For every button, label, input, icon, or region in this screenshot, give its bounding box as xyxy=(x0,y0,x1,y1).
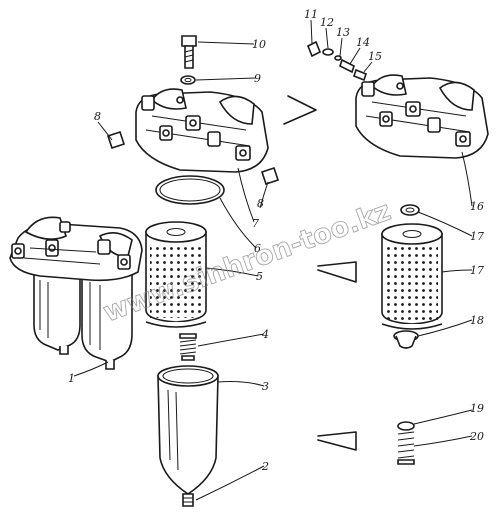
callout-8-right: 8 xyxy=(257,197,264,210)
callout-8-left: 8 xyxy=(94,110,101,123)
callout-12: 12 xyxy=(320,16,334,29)
filter-stack-variant xyxy=(381,223,443,465)
variant-arrows xyxy=(283,95,357,451)
callout-4: 4 xyxy=(261,328,269,341)
callout-7: 7 xyxy=(252,217,259,230)
callout-5: 5 xyxy=(256,270,263,283)
leader-lines xyxy=(73,19,473,501)
callout-18: 17 xyxy=(470,264,484,277)
callout-13: 13 xyxy=(336,26,350,39)
callout-9: 9 xyxy=(254,72,261,85)
callout-6: 6 xyxy=(254,242,261,255)
callout-16: 16 xyxy=(470,200,484,213)
callout-17-lower: 18 xyxy=(470,314,484,327)
callout-3: 3 xyxy=(262,380,269,393)
callout-11: 11 xyxy=(304,8,318,21)
assembled-filter xyxy=(9,216,143,370)
filter-cover xyxy=(106,35,280,186)
callout-labels: 1 2 3 4 5 6 7 8 8 9 10 11 12 13 14 15 16… xyxy=(68,8,484,473)
callout-1: 1 xyxy=(68,372,75,385)
callout-15: 15 xyxy=(368,50,382,63)
callout-19: 19 xyxy=(470,402,484,415)
callout-17-upper: 17 xyxy=(470,230,484,243)
callout-2: 2 xyxy=(261,460,269,473)
callout-14: 14 xyxy=(356,36,370,49)
callout-10: 10 xyxy=(252,38,266,51)
filter-stack-center xyxy=(145,175,225,507)
callout-20: 20 xyxy=(469,430,484,443)
filter-cover-variant xyxy=(306,40,489,216)
